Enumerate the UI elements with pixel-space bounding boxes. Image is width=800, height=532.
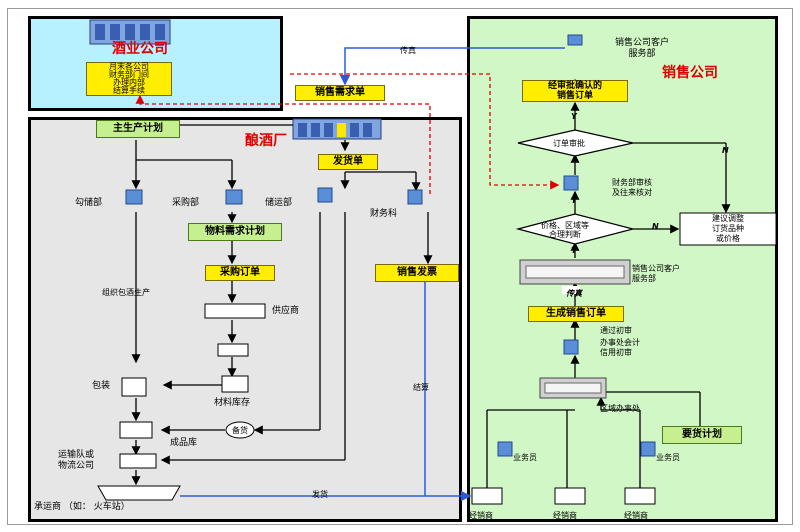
transport-label: 运输队或 物流公司 — [58, 450, 94, 472]
price-check-label: 价格、区域等 合理判断 — [541, 221, 589, 239]
dealer-label-2: 经销商 — [553, 511, 577, 520]
order-approval-diamond — [517, 129, 634, 157]
sales-invoice-doc: 销售发票 — [375, 264, 459, 282]
approved-order-line-2: 销售订单 — [556, 91, 593, 101]
finished-stock-label: 成品库 — [170, 438, 198, 448]
office-label: 区域办事处 — [600, 404, 640, 413]
fax-label: 传真 — [400, 46, 416, 55]
pass-check-label: 通过初审 — [600, 326, 632, 335]
ship-label: 发货 — [312, 490, 328, 499]
cs-mid-label: 销售公司客户 服务部 — [632, 264, 680, 284]
supplier-label: 供应商 — [272, 306, 300, 316]
storage-dept-label: 储运部 — [265, 198, 293, 208]
transport-line-1: 运输队或 — [58, 450, 95, 460]
transport-line-2: 物流公司 — [58, 461, 95, 471]
suggest-line-2: 订货品种 — [712, 224, 744, 233]
material-plan-doc: 物料需求计划 — [188, 223, 282, 241]
office-check-label: 办事处会计 信用初审 — [600, 338, 640, 358]
sales-title: 销售公司 — [662, 65, 718, 81]
winery-line-4: 结算手续 — [113, 86, 145, 95]
office-check-line-2: 信用初审 — [600, 348, 632, 357]
purchase-dept-label: 采购部 — [172, 198, 200, 208]
approved-order-doc: 经审批确认的 销售订单 — [522, 80, 628, 102]
fax-marker: 传真 — [566, 289, 582, 298]
finance-review-line-2: 及往来核对 — [612, 188, 652, 197]
brewery-building-icon — [292, 118, 382, 140]
winery-settlement-box: 月末各公司 财务部门间 办理内部 结算手续 — [86, 62, 172, 96]
brewery-panel — [28, 117, 462, 522]
suggest-line-3: 或价格 — [716, 234, 740, 243]
no-marker-1: N — [722, 146, 729, 155]
master-plan-doc: 主生产计划 — [96, 120, 180, 138]
salesman-label-2: 业务员 — [656, 453, 680, 462]
purchase-order-doc: 采购订单 — [205, 265, 275, 281]
suggest-line-1: 建议调整 — [712, 214, 744, 223]
suggest-box — [679, 212, 777, 246]
suggest-label: 建议调整 订货品种 或价格 — [680, 214, 776, 244]
organize-label: 组织包酒生产 — [102, 288, 150, 297]
price-check-diamond — [515, 213, 636, 245]
winery-title: 酒业公司 — [112, 41, 168, 57]
price-check-line-2: 合理判断 — [549, 230, 581, 239]
winery-line-3: 办理内部 — [113, 78, 145, 87]
packaging-label: 包装 — [92, 381, 111, 391]
price-check-line-1: 价格、区域等 — [541, 221, 589, 230]
finance-dept-label: 财务科 — [370, 209, 398, 219]
yes-marker-1: Y — [571, 112, 577, 121]
dealer-label-1: 经销商 — [469, 511, 493, 520]
cs-top-line-2: 服务部 — [628, 49, 656, 59]
spare-label: 备货 — [232, 426, 248, 435]
no-marker-2: N — [652, 222, 659, 231]
winery-line-2: 财务部门间 — [109, 70, 149, 79]
generate-order-doc: 生成销售订单 — [528, 306, 624, 322]
finance-review-line-1: 财务部审核 — [612, 178, 652, 187]
yes-marker-2: Y — [571, 196, 577, 205]
brewery-title: 酿酒厂 — [245, 133, 287, 149]
approved-order-line-1: 经审批确认的 — [547, 81, 602, 91]
winery-building-icon — [89, 19, 171, 45]
material-stock-label: 材料库存 — [214, 398, 251, 408]
settle-label: 结算 — [413, 383, 429, 392]
cs-mid-line-1: 销售公司客户 — [632, 264, 680, 273]
cs-top-line-1: 销售公司客户 — [615, 38, 670, 48]
diagram-frame — [7, 8, 793, 525]
sales-request-doc: 销售需求单 — [295, 85, 385, 101]
office-check-line-1: 办事处会计 — [600, 338, 640, 347]
winery-line-1: 月末各公司 — [109, 62, 149, 71]
order-review-label: 订单审批 — [553, 139, 585, 148]
brew-dept-label: 勾储部 — [75, 198, 103, 208]
cs-top-label: 销售公司客户 服务部 — [615, 38, 669, 60]
stock-plan-doc: 要货计划 — [662, 426, 742, 444]
cs-mid-line-2: 服务部 — [632, 274, 656, 283]
finance-review-label: 财务部审核 及往来核对 — [612, 178, 652, 198]
yes-marker-3: Y — [571, 246, 577, 255]
salesman-label-1: 业务员 — [513, 453, 537, 462]
dealer-label-3: 经销商 — [624, 511, 648, 520]
shipping-order-doc: 发货单 — [318, 154, 378, 170]
carrier-label: 承运商 （如： 火车站） — [34, 502, 130, 512]
